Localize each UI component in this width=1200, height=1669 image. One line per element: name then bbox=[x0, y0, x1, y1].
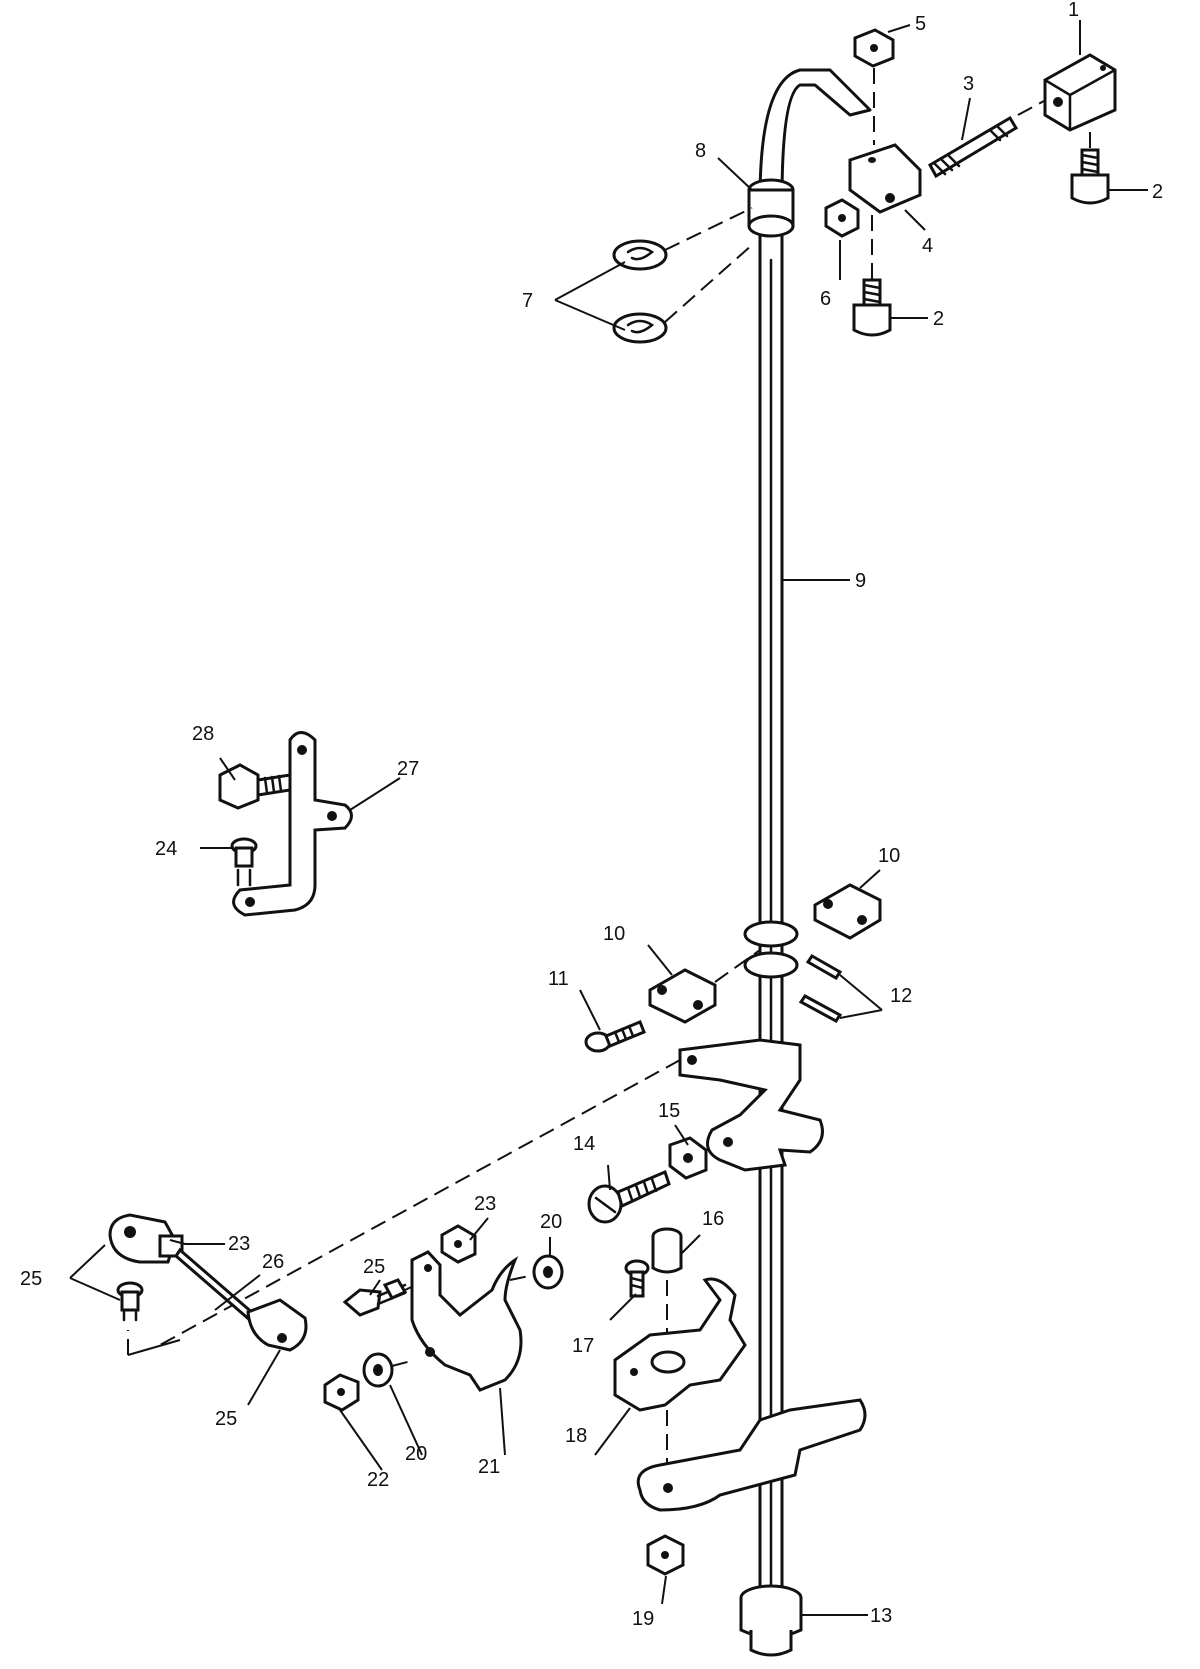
callout-19: 19 bbox=[632, 1608, 654, 1630]
callout-27: 27 bbox=[397, 758, 419, 780]
clamp-part-10-right bbox=[813, 883, 882, 940]
nut-part-6 bbox=[824, 198, 860, 238]
callout-labels: 1 2 2 3 4 5 6 7 8 9 10 10 11 12 13 14 15… bbox=[20, 0, 1163, 1630]
nut-part-23-top bbox=[440, 1224, 477, 1264]
callout-11: 11 bbox=[548, 968, 569, 990]
nut-part-15 bbox=[668, 1136, 708, 1180]
bushing-part-13 bbox=[739, 1584, 803, 1657]
callout-18: 18 bbox=[565, 1425, 587, 1447]
leader-lines bbox=[69, 20, 1148, 1616]
stud-part-25-lower bbox=[116, 1281, 144, 1322]
callout-24: 24 bbox=[155, 838, 177, 860]
nut-part-19 bbox=[646, 1534, 685, 1576]
clamp-part-10-left bbox=[648, 968, 717, 1024]
callout-20-bottom: 20 bbox=[405, 1443, 427, 1465]
callout-3: 3 bbox=[963, 73, 974, 95]
callout-4: 4 bbox=[922, 235, 933, 257]
callout-2-right: 2 bbox=[1152, 181, 1163, 203]
callout-15: 15 bbox=[658, 1100, 680, 1122]
pin-part-12-upper bbox=[805, 954, 843, 980]
callout-16: 16 bbox=[702, 1208, 724, 1230]
callout-21: 21 bbox=[478, 1456, 500, 1478]
shoulder-screw-part-2-left bbox=[852, 278, 892, 337]
lever-arm-upper bbox=[678, 1038, 824, 1172]
washer-upper-on-shaft bbox=[743, 920, 799, 979]
block-part-4 bbox=[848, 143, 922, 214]
callout-8: 8 bbox=[695, 140, 706, 162]
stud-part-25-middle bbox=[342, 1278, 408, 1317]
nut-part-5 bbox=[853, 28, 895, 68]
clip-ring-part-7-upper bbox=[612, 239, 668, 271]
screw-part-11 bbox=[584, 1020, 646, 1053]
bracket-part-27 bbox=[232, 731, 353, 917]
callout-12: 12 bbox=[890, 985, 912, 1007]
washer-part-20-top bbox=[532, 1254, 564, 1290]
callout-1: 1 bbox=[1068, 0, 1079, 21]
cap-part-16 bbox=[651, 1227, 683, 1274]
callout-25-middle: 25 bbox=[363, 1256, 385, 1278]
small-stud-part-24 bbox=[230, 837, 258, 887]
callout-14: 14 bbox=[573, 1133, 595, 1155]
callout-5: 5 bbox=[915, 13, 926, 35]
bracket-part-18 bbox=[613, 1277, 747, 1412]
callout-25-left: 25 bbox=[20, 1268, 42, 1290]
link-end-part-25-right bbox=[246, 1298, 308, 1352]
shoulder-screw-part-2-right bbox=[1070, 148, 1110, 205]
callout-7: 7 bbox=[522, 290, 533, 312]
nut-part-22 bbox=[323, 1373, 360, 1412]
screw-part-17 bbox=[624, 1259, 650, 1298]
pin-part-12-lower bbox=[798, 994, 843, 1023]
callout-13: 13 bbox=[870, 1605, 892, 1627]
threaded-stud-part-3 bbox=[927, 115, 1019, 179]
callout-17: 17 bbox=[572, 1335, 594, 1357]
callout-22: 22 bbox=[367, 1469, 389, 1491]
washer-part-20-bottom bbox=[362, 1352, 394, 1388]
collar-part-8 bbox=[747, 178, 795, 238]
lever-arm-lower bbox=[636, 1398, 867, 1512]
callout-23-top: 23 bbox=[474, 1193, 496, 1215]
screw-part-14 bbox=[587, 1169, 671, 1224]
callout-2-left: 2 bbox=[933, 308, 944, 330]
callout-26: 26 bbox=[262, 1251, 284, 1273]
clip-ring-part-7-lower bbox=[612, 312, 668, 344]
callout-28: 28 bbox=[192, 723, 214, 745]
hex-bolt-part-28 bbox=[218, 763, 292, 810]
callout-6: 6 bbox=[820, 288, 831, 310]
block-part-1 bbox=[1043, 53, 1117, 132]
callout-23-left: 23 bbox=[228, 1233, 250, 1255]
callout-10-left: 10 bbox=[603, 923, 625, 945]
callout-10-right: 10 bbox=[878, 845, 900, 867]
callout-9: 9 bbox=[855, 570, 866, 592]
bracket-part-21 bbox=[410, 1250, 523, 1392]
callout-20-top: 20 bbox=[540, 1211, 562, 1233]
callout-25-bottom: 25 bbox=[215, 1408, 237, 1430]
